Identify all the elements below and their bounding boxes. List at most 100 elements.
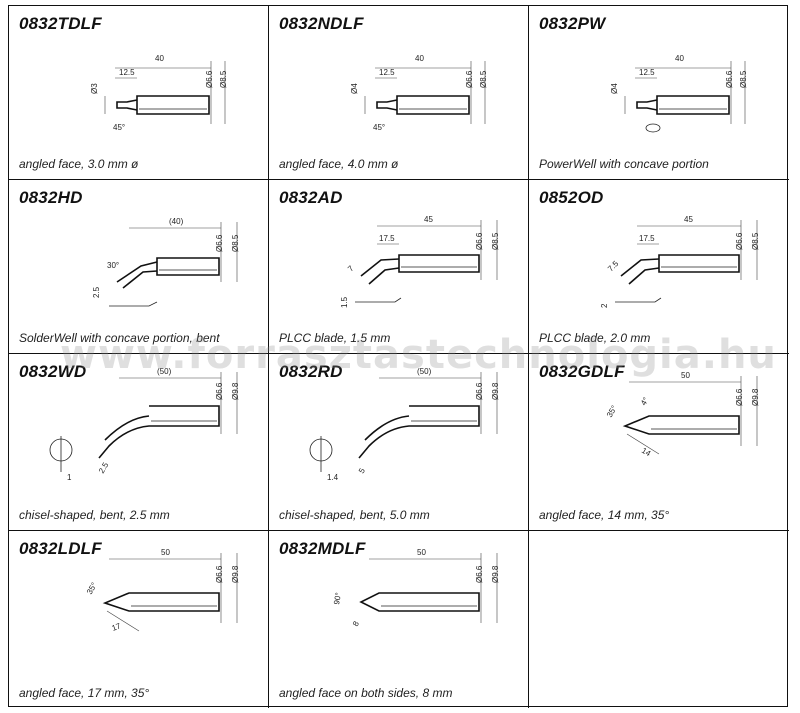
dim-d2-label: Ø9.8: [491, 382, 500, 400]
dim-tipdiam-label: Ø3: [90, 83, 99, 94]
dim-length-label: 40: [675, 54, 684, 63]
dim-angle-label: 45°: [373, 123, 385, 132]
product-description: chisel-shaped, bent, 5.0 mm: [279, 508, 430, 522]
dim-thick-label: 1.5: [340, 296, 349, 308]
dim-angle-label: 45°: [113, 123, 125, 132]
dim-d2-label: Ø8.5: [751, 232, 760, 250]
dim-blade-label: 7: [346, 264, 356, 274]
product-description: angled face, 17 mm, 35°: [19, 686, 150, 700]
dim-length-label: 50: [417, 548, 426, 557]
dim-d2-label: Ø9.8: [231, 565, 240, 583]
dim-tipdiam-label: Ø4: [350, 83, 359, 94]
dim-d1-label: Ø6.6: [475, 565, 484, 583]
tip-outline: [360, 258, 400, 285]
product-code: 0832WD: [19, 362, 87, 381]
product-description: angled face on both sides, 8 mm: [279, 686, 453, 700]
product-code: 0832AD: [279, 188, 343, 207]
tip-outline: [116, 261, 158, 289]
dim-width-label: 2.5: [92, 286, 101, 298]
shaft-outline: [136, 95, 210, 115]
dim-face: [626, 433, 660, 455]
dim-face: [106, 610, 140, 632]
dim-angle2-label: 4°: [639, 396, 651, 407]
dim-d2-label: Ø9.8: [491, 565, 500, 583]
technical-drawing: (50) Ø6.6 Ø9.8 5 1.4: [309, 367, 500, 482]
product-code: 0832RD: [279, 362, 343, 381]
dim-length-label: (40): [169, 217, 184, 226]
tip-outline: [376, 99, 398, 111]
blade-section: [355, 297, 402, 303]
dim-face-label: 17: [111, 621, 123, 633]
shaft-outline: [102, 592, 220, 612]
product-description: PowerWell with concave portion: [539, 157, 709, 171]
dim-length-label: (50): [157, 367, 172, 376]
shaft-outline: [656, 95, 730, 115]
dim-d1-label: Ø6.6: [215, 234, 224, 252]
product-code: 0832PW: [539, 14, 606, 33]
dim-width-label: 2.5: [97, 460, 111, 475]
dim-angle-label: 35°: [605, 404, 619, 419]
product-description: SolderWell with concave portion, bent: [19, 331, 220, 345]
product-description: angled face, 3.0 mm ø: [19, 157, 139, 171]
shaft-outline: [396, 95, 470, 115]
dim-d1-label: Ø6.6: [725, 70, 734, 88]
tip-outline: [620, 258, 660, 285]
dim-length-label: 40: [155, 54, 164, 63]
dim-d2-label: Ø8.5: [231, 234, 240, 252]
dim-thick-label: 1.4: [327, 473, 339, 482]
product-code: 0832LDLF: [19, 539, 102, 558]
shaft-outline: [156, 257, 220, 276]
dim-tip-label: 12.5: [639, 68, 655, 77]
dim-d1-label: Ø6.6: [735, 388, 744, 406]
product-description: PLCC blade, 1.5 mm: [279, 331, 391, 345]
empty-cell: [529, 531, 789, 708]
dim-tipdiam-label: Ø4: [610, 83, 619, 94]
product-description: angled face, 14 mm, 35°: [539, 508, 670, 522]
product-description: angled face, 4.0 mm ø: [279, 157, 399, 171]
dim-d1-label: Ø6.6: [735, 232, 744, 250]
dim-tip-label: 17.5: [379, 234, 395, 243]
dim-d2-label: Ø8.5: [479, 70, 488, 88]
dim-d1-label: Ø6.6: [215, 382, 224, 400]
dim-width-label: 5: [357, 466, 367, 475]
dim-d2-label: Ø9.8: [751, 388, 760, 406]
shaft-outline: [658, 254, 740, 273]
shaft-outline: [359, 592, 480, 612]
dim-angle-label: 90°: [332, 592, 343, 605]
dim-d1-label: Ø6.6: [475, 382, 484, 400]
product-code: 0832GDLF: [539, 362, 625, 381]
product-code: 0832MDLF: [279, 539, 366, 558]
dim-thick-label: 2: [600, 303, 609, 308]
well-section: [645, 123, 661, 133]
product-code: 0832TDLF: [19, 14, 102, 33]
dim-tip-label: 12.5: [379, 68, 395, 77]
shaft-outline: [398, 254, 480, 273]
dim-length-label: 50: [161, 548, 170, 557]
shaft-outline: [358, 405, 480, 459]
product-description: PLCC blade, 2.0 mm: [539, 331, 651, 345]
dim-tip-label: 12.5: [119, 68, 135, 77]
product-description: chisel-shaped, bent, 2.5 mm: [19, 508, 170, 522]
dim-d1-label: Ø6.6: [475, 232, 484, 250]
dim-d1-label: Ø6.6: [465, 70, 474, 88]
dim-d2-label: Ø8.5: [739, 70, 748, 88]
blade-section: [615, 297, 662, 303]
dim-d2-label: Ø8.5: [491, 232, 500, 250]
dim-length-label: 50: [681, 371, 690, 380]
dim-d2-label: Ø9.8: [231, 382, 240, 400]
dim-length-label: (50): [417, 367, 432, 376]
dim-angle-label: 35°: [85, 581, 99, 596]
